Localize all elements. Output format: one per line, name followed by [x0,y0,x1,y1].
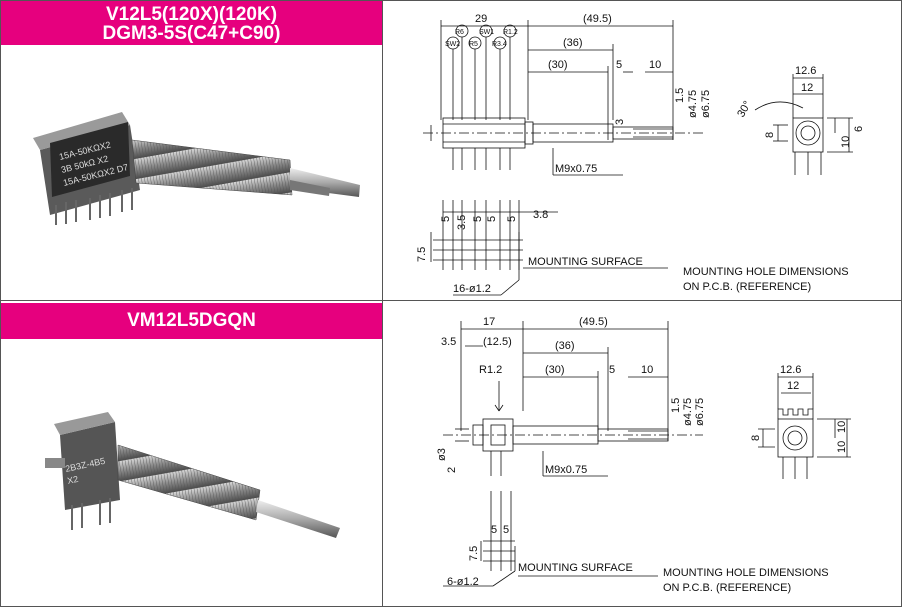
dim-49-5: (49.5) [579,316,608,328]
side-view-body-1 [423,117,703,176]
pitch-5: 5 [440,216,452,222]
product-photo-2: 2B3Z-4B5 X2 [45,412,340,538]
dim-30: (30) [548,59,568,71]
dim-3-8: 3.8 [533,209,548,221]
pitch-5: 5 [486,216,498,222]
dim-phi-4-75: ø4.75 [682,398,694,426]
dim-7-5: 7.5 [416,247,428,262]
dim-1-5: 1.5 [670,398,682,413]
dim-30: (30) [545,364,565,376]
width-12-6: 12.6 [780,364,801,376]
height-6: 6 [853,126,865,132]
photo-marking-5: X2 [66,474,79,486]
dim-10: 10 [641,364,653,376]
mounting-surface-label: MOUNTING SURFACE [528,256,643,268]
terminal-labels: R6 SW1 R1.2 SW2 R5 R3.4 [445,24,518,120]
dim-7-5: 7.5 [468,546,480,561]
height-8: 8 [750,435,762,441]
height-10: 10 [836,421,848,433]
dim-29: 29 [475,13,487,25]
pitch-5: 5 [472,216,484,222]
pitch-5: 5 [491,524,497,536]
hole-note-line-1: MOUNTING HOLE DIMENSIONS [683,266,849,278]
dim-phi-6-75: ø6.75 [700,90,712,118]
dim-1-5: 1.5 [674,88,686,103]
potentiometer-photo-1: 15A-50KΩX2 3B 50kΩ X2 15A-50KΩX2 D7 [33,112,360,225]
dim-3: 3 [614,119,626,125]
technical-drawing-1: 29 (49.5) (36) (30) 5 10 1.5 3 ø4.75 ø6.… [416,13,865,296]
height-10: 10 [840,136,852,148]
pitch-5: 5 [506,216,518,222]
product-photo-1: 15A-50KΩX2 3B 50kΩ X2 15A-50KΩX2 D7 [33,112,360,225]
dim-phi-4-75: ø4.75 [687,90,699,118]
dim-12-5: (12.5) [483,336,512,348]
terminal-label: R3.4 [492,41,507,48]
dim-phi-3: ø3 [436,448,448,461]
holes-spec-2: 6-ø1.2 [447,576,479,588]
dim-49-5: (49.5) [583,13,612,25]
terminal-label: SW2 [445,41,460,48]
holes-spec: 16-ø1.2 [453,283,491,295]
row-divider [0,300,902,301]
hole-note-line-2: ON P.C.B. (REFERENCE) [683,281,811,293]
dim-36: (36) [555,340,575,352]
technical-drawing-2: 3.5 17 (49.5) (12.5) (36) R1.2 (30) 5 10… [436,316,851,594]
terminal-label: R1.2 [503,29,518,36]
width-12-6: 12.6 [795,65,816,77]
hole-note-line-1b: MOUNTING HOLE DIMENSIONS [663,567,829,579]
pitch-5: 5 [503,524,509,536]
product-title-2: VM12L5DGQN [127,310,256,331]
angle-30: 30° [735,99,754,119]
column-divider [382,0,383,607]
thread-spec: M9x0.75 [555,163,597,175]
width-12: 12 [787,380,799,392]
width-12: 12 [801,82,813,94]
height-8: 8 [764,132,776,138]
terminal-label: SW1 [479,29,494,36]
dim-36: (36) [563,37,583,49]
mounting-surface-label-2: MOUNTING SURFACE [518,562,633,574]
dim-5: 5 [609,364,615,376]
hole-pattern-1 [430,200,668,296]
front-view-1 [754,74,853,175]
pitch-3-5: 3.5 [456,215,468,230]
side-view-body-2 [443,418,703,477]
terminal-label: R5 [469,41,478,48]
dim-10: 10 [649,59,661,71]
product-title-line-2: DGM3-5S(C47+C90) [102,23,281,44]
dim-2: 2 [446,467,458,473]
dimension-lines-top-2 [460,321,669,441]
dim-phi-6-75: ø6.75 [694,398,706,426]
terminal-label: R6 [455,29,464,36]
product-title-line-1: V12L5(120X)(120K) [105,4,278,25]
hole-note-line-2b: ON P.C.B. (REFERENCE) [663,582,791,594]
dim-17: 17 [483,316,495,328]
thread-spec-2: M9x0.75 [545,464,587,476]
dim-5: 5 [616,59,622,71]
height-10: 10 [836,441,848,453]
dimension-lines-top-1 [440,20,674,140]
dim-3-5: 3.5 [441,336,456,348]
product-title-banner-2: VM12L5DGQN [1,303,382,339]
radius-1-2: R1.2 [479,364,502,376]
hole-pattern-2 [443,491,658,587]
potentiometer-photo-2: 2B3Z-4B5 X2 [45,412,340,538]
front-view-2 [758,373,851,479]
product-title-banner-1: V12L5(120X)(120K) DGM3-5S(C47+C90) [1,1,382,45]
